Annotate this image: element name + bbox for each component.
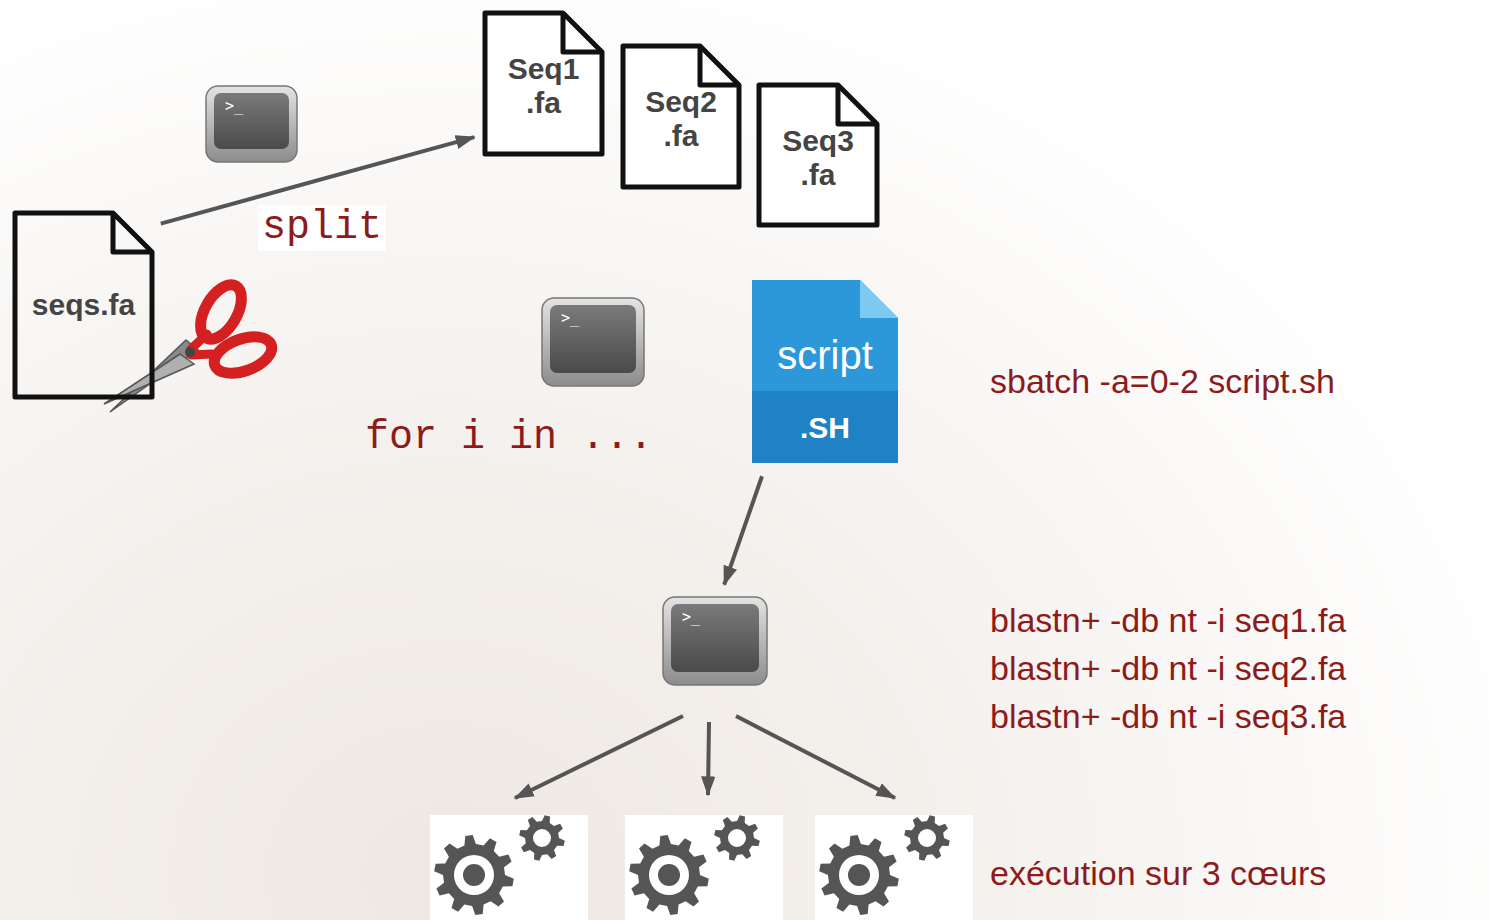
script-file-icon: script .SH xyxy=(752,280,898,463)
edge-label: split xyxy=(258,205,386,251)
file-document: Seq2 .fa xyxy=(620,43,742,190)
file-name: Seq1 .fa xyxy=(508,52,580,119)
terminal-icon: >_ xyxy=(205,85,298,163)
command-text: for i in ... xyxy=(365,415,653,461)
file-document: Seq1 .fa xyxy=(482,10,605,157)
prompt-symbol: >_ xyxy=(682,610,700,625)
command-text: blastn+ -db nt -i seq2.fa xyxy=(990,648,1346,689)
file-name: Seq2 .fa xyxy=(645,85,717,152)
file-name: seqs.fa xyxy=(32,288,135,322)
fan-out-arrows xyxy=(515,716,895,798)
icon-label: script xyxy=(777,332,873,378)
term-outline xyxy=(541,297,645,387)
icon-label: .SH xyxy=(800,411,850,446)
file-name: Seq3 .fa xyxy=(782,124,854,191)
command-text: blastn+ -db nt -i seq3.fa xyxy=(990,696,1346,737)
prompt-symbol: >_ xyxy=(225,99,243,114)
terminal-icon: >_ xyxy=(662,596,768,686)
command-text: blastn+ -db nt -i seq1.fa xyxy=(990,600,1346,641)
flow-arrow xyxy=(724,476,762,584)
terminal-icon: >_ xyxy=(541,297,645,387)
file-document: seqs.fa xyxy=(12,210,155,400)
command-text: exécution sur 3 cœurs xyxy=(990,853,1326,894)
prompt-symbol: >_ xyxy=(561,311,579,326)
file-document: Seq3 .fa xyxy=(756,82,880,228)
command-text: sbatch -a=0-2 script.sh xyxy=(990,361,1335,402)
term-outline xyxy=(662,596,768,686)
cpu-core-gears xyxy=(430,815,973,920)
term-outline xyxy=(205,85,298,163)
